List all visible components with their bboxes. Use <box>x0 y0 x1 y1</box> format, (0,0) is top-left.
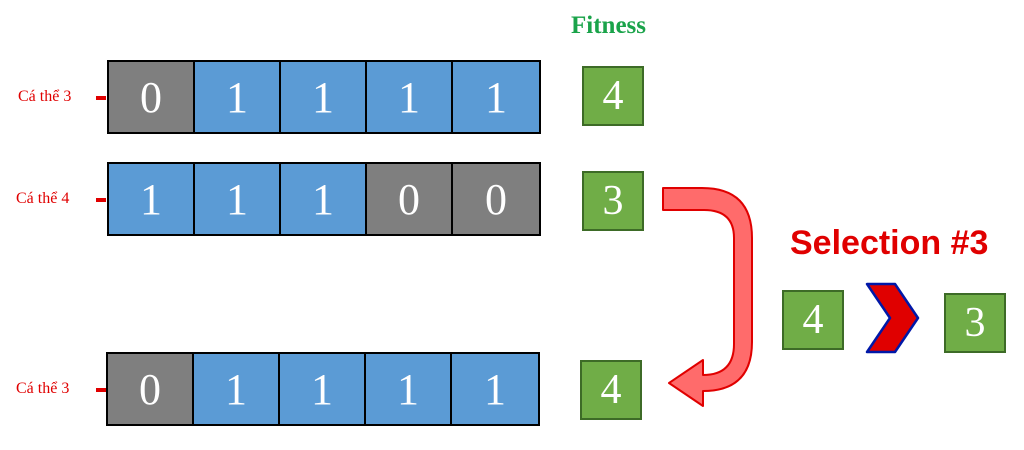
fitness-header: Fitness <box>571 12 646 39</box>
selection-right-box: 3 <box>944 293 1006 353</box>
chromosome-row-1: 0 1 1 1 1 <box>107 60 541 134</box>
selection-title: Selection #3 <box>790 224 989 262</box>
row-tick-1 <box>96 96 106 100</box>
row-tick-3 <box>96 388 106 392</box>
row-label-2: Cá thể 4 <box>16 190 70 207</box>
fitness-box-row-2: 3 <box>582 171 644 231</box>
chromosome-row-2: 1 1 1 0 0 <box>107 162 541 236</box>
gene: 0 <box>108 354 194 424</box>
gene: 1 <box>453 62 539 132</box>
gene: 1 <box>195 164 281 234</box>
fitness-box-row-3: 4 <box>580 360 642 420</box>
gene: 1 <box>366 354 452 424</box>
gene: 1 <box>195 62 281 132</box>
gene: 1 <box>109 164 195 234</box>
fitness-box-row-1: 4 <box>582 66 644 126</box>
gene: 1 <box>280 354 366 424</box>
gene: 0 <box>109 62 195 132</box>
gene: 1 <box>367 62 453 132</box>
row-label-1: Cá thể 3 <box>18 88 72 105</box>
gene: 1 <box>281 164 367 234</box>
selection-left-box: 4 <box>782 290 844 350</box>
gene: 1 <box>194 354 280 424</box>
row-tick-2 <box>96 198 106 202</box>
chromosome-row-3: 0 1 1 1 1 <box>106 352 540 426</box>
gene: 1 <box>452 354 538 424</box>
gene: 0 <box>453 164 539 234</box>
row-label-3: Cá thể 3 <box>16 380 70 397</box>
gene: 0 <box>367 164 453 234</box>
gene: 1 <box>281 62 367 132</box>
